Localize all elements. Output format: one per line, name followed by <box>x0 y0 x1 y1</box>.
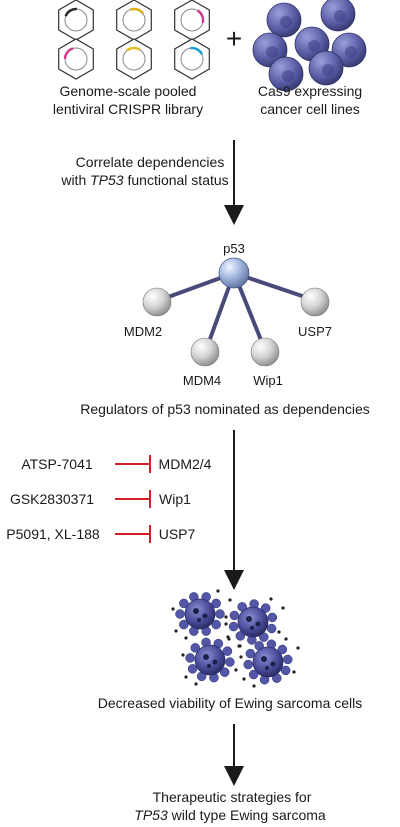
dying-cell <box>194 644 226 676</box>
dying-cell <box>237 606 269 638</box>
inhibitor-list: ATSP-7041 MDM2/4 GSK2830371 Wip1 P5091, … <box>6 455 212 543</box>
drug-gsk2830371: GSK2830371 <box>10 491 94 507</box>
library-hexagon <box>58 38 94 80</box>
step2-text: Regulators of p53 nominated as dependenc… <box>80 401 370 417</box>
plus-sign: + <box>226 23 242 54</box>
label-wip1: Wip1 <box>253 373 283 388</box>
target-usp7: USP7 <box>159 526 196 542</box>
step3-text: Decreased viability of Ewing sarcoma cel… <box>98 695 363 711</box>
library-hexagon <box>58 0 94 41</box>
target-wip1: Wip1 <box>159 491 191 507</box>
step1-line2-gene: TP53 <box>90 172 124 188</box>
label-usp7: USP7 <box>298 324 332 339</box>
cells-label-line2: cancer cell lines <box>260 101 360 117</box>
label-mdm4: MDM4 <box>183 373 221 388</box>
library-hexagon <box>174 38 210 80</box>
dying-ewing-sarcoma-cells-icon <box>171 589 300 688</box>
dying-cell <box>184 598 216 630</box>
node-p53 <box>218 257 250 289</box>
label-mdm2: MDM2 <box>124 324 162 339</box>
step4-line2-gene: TP53 <box>134 807 168 823</box>
node-usp7 <box>300 287 330 317</box>
step1-line1: Correlate dependencies <box>76 154 225 170</box>
drug-atsp7041: ATSP-7041 <box>21 456 93 472</box>
node-mdm4 <box>190 337 220 367</box>
node-mdm2 <box>142 287 172 317</box>
step4-line1: Therapeutic strategies for <box>153 789 312 805</box>
library-hexagon <box>116 38 152 80</box>
step1-line2-prefix: with <box>60 172 90 188</box>
step1-line2: with TP53 functional status <box>60 172 228 188</box>
cas9-cell-cluster-icon <box>252 0 367 92</box>
node-wip1 <box>250 337 280 367</box>
step4-line2-suffix: wild type Ewing sarcoma <box>168 807 326 823</box>
cells-label-line1: Cas9 expressing <box>258 83 362 99</box>
dying-cell <box>252 646 284 678</box>
library-label-line2: lentiviral CRISPR library <box>53 101 203 117</box>
drug-p5091-xl188: P5091, XL-188 <box>6 526 100 542</box>
label-p53: p53 <box>223 241 245 256</box>
crispr-library-hexagons-icon <box>58 0 210 80</box>
step1-line2-suffix: functional status <box>124 172 229 188</box>
library-label-line1: Genome-scale pooled <box>60 83 197 99</box>
p53-network: p53 MDM2 MDM4 Wip1 USP7 <box>124 241 332 388</box>
target-mdm2-4: MDM2/4 <box>159 456 212 472</box>
library-hexagon <box>116 0 152 41</box>
step4-line2: TP53 wild type Ewing sarcoma <box>134 807 326 823</box>
